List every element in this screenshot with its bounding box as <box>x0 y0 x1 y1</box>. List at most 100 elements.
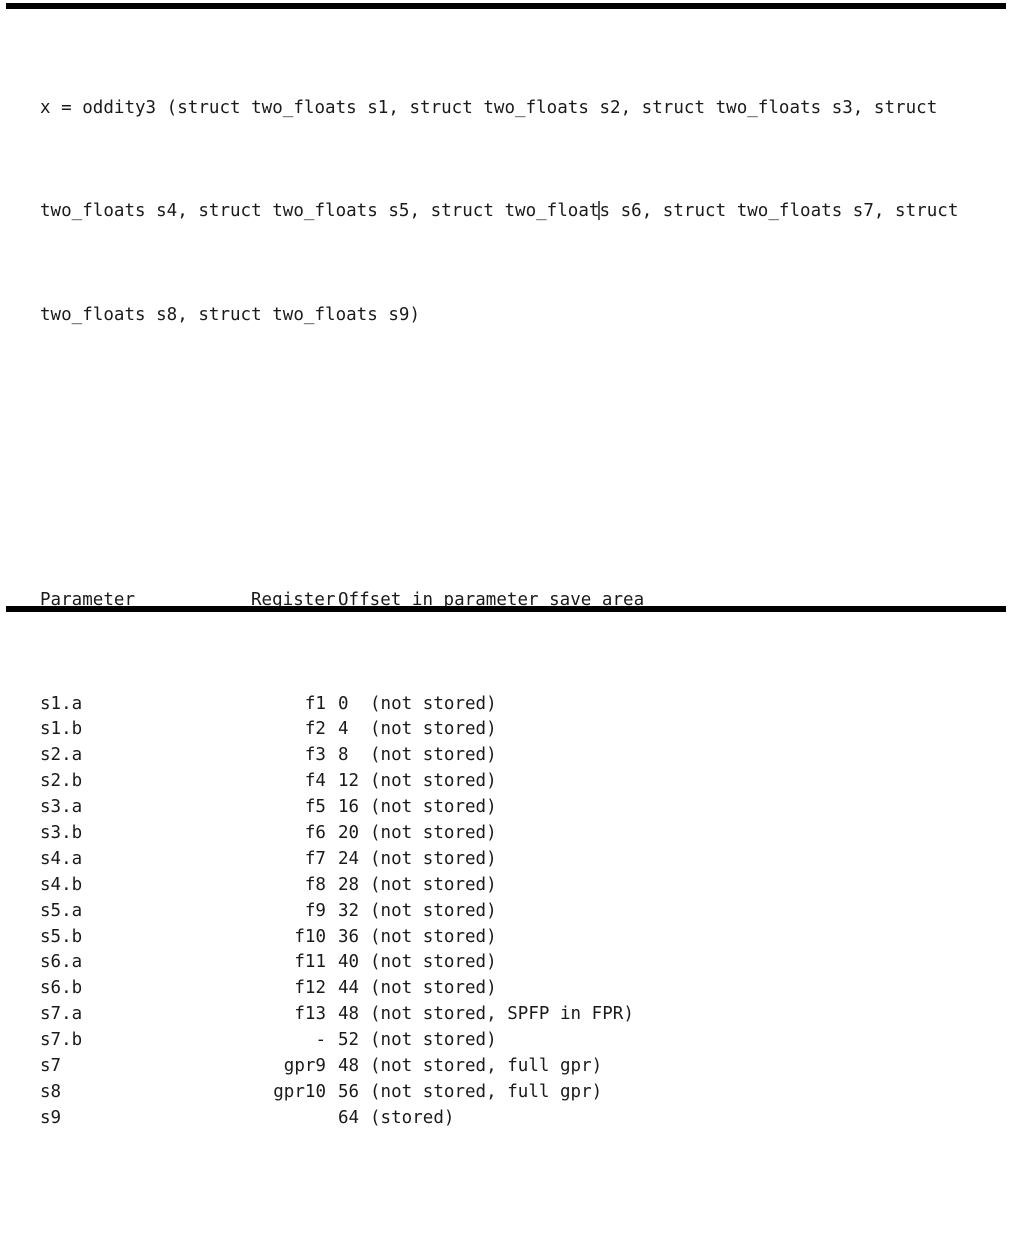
cell-parameter: s8 <box>40 1081 62 1102</box>
column-header-parameter: Parameter <box>40 589 136 610</box>
cell-offset: 36 <box>338 926 360 947</box>
cell-parameter: s4.b <box>40 874 83 895</box>
cell-offset: 28 <box>338 874 360 895</box>
table-row: s3.b f6 20 (not stored) <box>40 821 1000 847</box>
top-rule-divider <box>6 3 1006 9</box>
cell-storage-note: (not stored) <box>370 952 497 973</box>
cell-storage-note: (not stored) <box>370 1030 497 1051</box>
table-row: s6.b f12 44 (not stored) <box>40 976 1000 1002</box>
cell-register: f13 <box>294 1004 326 1025</box>
listing-body: x = oddity3 (struct two_floats s1, struc… <box>40 18 1000 1250</box>
text-caret <box>598 201 601 221</box>
cell-storage-note: (not stored, SPFP in FPR) <box>370 1004 634 1025</box>
table-row: s7.b -52 (not stored) <box>40 1028 1000 1054</box>
table-row: s1.a f1 0 (not stored) <box>40 692 1000 718</box>
cell-register: - <box>315 1030 326 1051</box>
column-header-offset: Offset in parameter save area <box>338 589 645 610</box>
cell-parameter: s1.a <box>40 693 83 714</box>
signature-line-3: two_floats s8, struct two_floats s9) <box>40 304 421 325</box>
cell-parameter: s9 <box>40 1107 62 1128</box>
cell-offset: 64 <box>338 1107 360 1128</box>
cell-parameter: s1.b <box>40 719 83 740</box>
table-row: s1.b f2 4 (not stored) <box>40 717 1000 743</box>
cell-storage-note: (not stored) <box>370 848 497 869</box>
cell-register: f7 <box>304 848 326 869</box>
cell-register: f10 <box>294 926 326 947</box>
cell-register: f11 <box>294 952 326 973</box>
cell-offset: 48 <box>338 1056 360 1076</box>
cell-offset: 56 <box>338 1081 360 1102</box>
cell-register: gpr9 <box>283 1056 326 1076</box>
cell-storage-note: (not stored, full gpr) <box>370 1056 603 1076</box>
table-row: s4.b f8 28 (not stored) <box>40 873 1000 899</box>
cell-parameter: s7.a <box>40 1004 83 1025</box>
cell-parameter: s3.a <box>40 797 83 818</box>
cell-storage-note: (not stored) <box>370 874 497 895</box>
cell-storage-note: (not stored) <box>370 978 497 999</box>
column-header-register: Register <box>251 589 336 610</box>
table-row: s3.a f5 16 (not stored) <box>40 795 1000 821</box>
cell-register: f2 <box>304 719 326 740</box>
table-row: s7.a f13 48 (not stored, SPFP in FPR) <box>40 1002 1000 1028</box>
cell-offset: 20 <box>338 822 360 843</box>
cell-register: f3 <box>304 745 326 766</box>
cell-offset: 16 <box>338 797 360 818</box>
table-row: s9 64 (stored) <box>40 1106 1000 1132</box>
bottom-rule-divider <box>6 606 1006 612</box>
cell-offset: 12 <box>338 771 360 792</box>
cell-storage-note: (not stored) <box>370 719 497 740</box>
cell-register: f5 <box>304 797 326 818</box>
cell-register: f1 <box>304 693 326 714</box>
cell-parameter: s2.a <box>40 745 83 766</box>
table-row: s6.a f11 40 (not stored) <box>40 950 1000 976</box>
cell-offset: 44 <box>338 978 360 999</box>
cell-register: f12 <box>294 978 326 999</box>
cell-register: f4 <box>304 771 326 792</box>
cell-register: gpr10 <box>273 1081 326 1102</box>
cell-storage-note: (not stored) <box>370 900 497 921</box>
cell-parameter: s4.a <box>40 848 83 869</box>
cell-offset: 40 <box>338 952 360 973</box>
table-row: s2.a f3 8 (not stored) <box>40 743 1000 769</box>
blank-separator <box>40 407 1000 433</box>
cell-parameter: s5.b <box>40 926 83 947</box>
signature-line-2-after-caret: s s6, struct two_floats s7, struct <box>599 201 959 222</box>
cell-offset: 8 <box>338 745 349 766</box>
table-row: s8 gpr10 56 (not stored, full gpr) <box>40 1080 1000 1106</box>
cell-parameter: s7.b <box>40 1030 83 1051</box>
cell-register: f9 <box>304 900 326 921</box>
cell-parameter: s6.a <box>40 952 83 973</box>
cell-parameter: s3.b <box>40 822 83 843</box>
cell-register: f6 <box>304 822 326 843</box>
cell-offset: 32 <box>338 900 360 921</box>
cell-parameter: s2.b <box>40 771 83 792</box>
table-row: s7 gpr9 48 (not stored, full gpr) <box>40 1054 1000 1080</box>
signature-line-2-before-caret: two_floats s4, struct two_floats s5, str… <box>40 201 600 222</box>
cell-storage-note: (not stored) <box>370 771 497 792</box>
cell-storage-note: (not stored, full gpr) <box>370 1081 603 1102</box>
table-row: s5.b f10 36 (not stored) <box>40 925 1000 951</box>
cell-storage-note: (not stored) <box>370 926 497 947</box>
signature-line-2[interactable]: two_floats s4, struct two_floats s5, str… <box>40 199 1000 225</box>
cell-storage-note: (stored) <box>370 1107 455 1128</box>
cell-offset: 0 <box>338 693 349 714</box>
cell-register: f8 <box>304 874 326 895</box>
cell-offset: 48 <box>338 1004 360 1025</box>
cell-offset: 24 <box>338 848 360 869</box>
cell-storage-note: (not stored) <box>370 797 497 818</box>
code-listing-figure: x = oddity3 (struct two_floats s1, struc… <box>6 3 1006 1128</box>
table-row: s4.a f7 24 (not stored) <box>40 847 1000 873</box>
cell-offset: 52 <box>338 1030 360 1051</box>
cell-storage-note: (not stored) <box>370 822 497 843</box>
cell-parameter: s5.a <box>40 900 83 921</box>
cell-parameter: s7 <box>40 1056 62 1076</box>
signature-line-1: x = oddity3 (struct two_floats s1, struc… <box>40 97 938 118</box>
cell-offset: 4 <box>338 719 349 740</box>
cell-storage-note: (not stored) <box>370 693 497 714</box>
table-row: s2.b f4 12 (not stored) <box>40 769 1000 795</box>
cell-parameter: s6.b <box>40 978 83 999</box>
cell-storage-note: (not stored) <box>370 745 497 766</box>
